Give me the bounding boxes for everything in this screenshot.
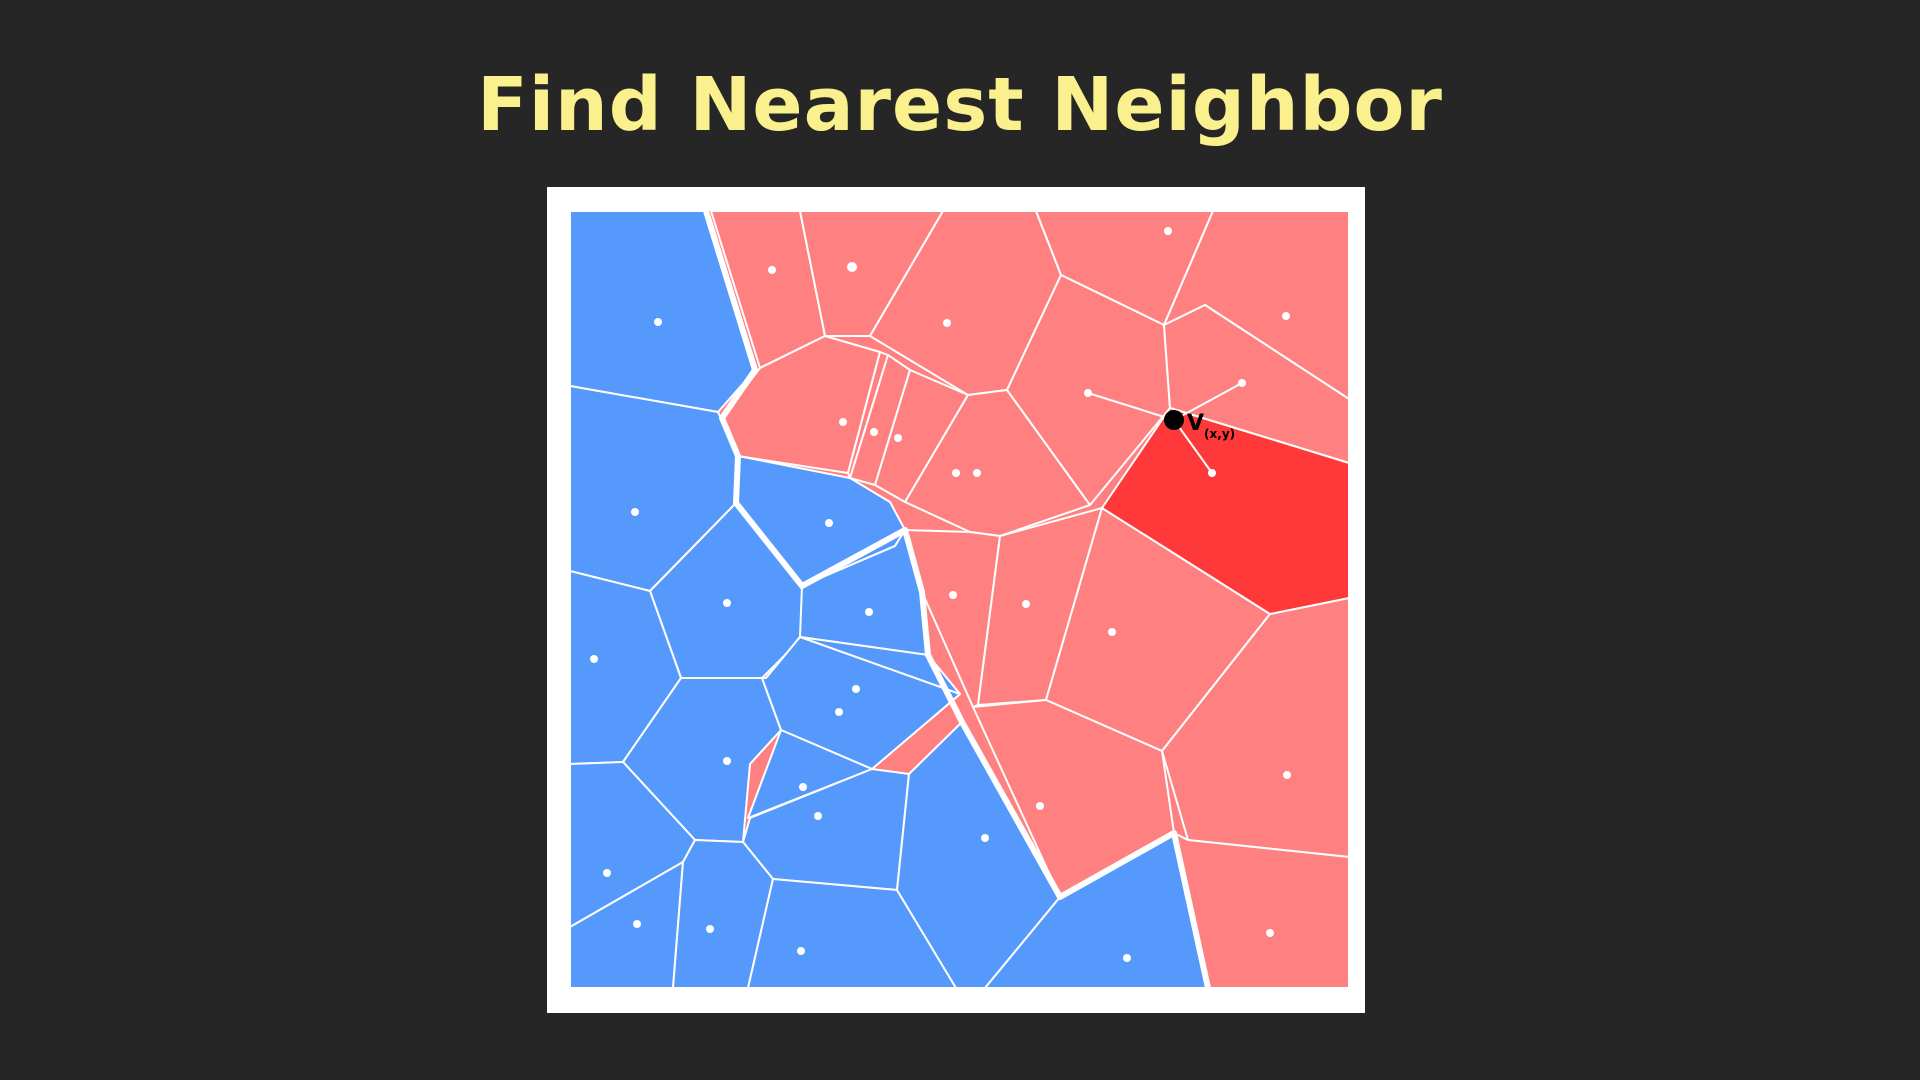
voronoi-cell-blue: [569, 210, 756, 413]
site-point: [799, 783, 807, 791]
site-point: [1283, 771, 1291, 779]
class-boundary: [703, 210, 1211, 989]
site-point: [1123, 954, 1131, 962]
site-point: [973, 469, 981, 477]
site-point: [943, 319, 951, 327]
distance-line: [1087, 392, 1175, 421]
site-point: [723, 757, 731, 765]
site-point: [847, 262, 857, 272]
slide-title: Find Nearest Neighbor: [477, 62, 1443, 148]
site-point: [839, 418, 847, 426]
site-point: [706, 925, 714, 933]
site-point: [865, 608, 873, 616]
site-point: [603, 869, 611, 877]
site-point: [814, 812, 822, 820]
site-point: [1108, 628, 1116, 636]
blue-class-region: [569, 210, 1209, 989]
site-point: [870, 428, 878, 436]
site-point: [981, 834, 989, 842]
site-point: [631, 508, 639, 516]
site-point: [633, 920, 641, 928]
distance-line: [1173, 419, 1213, 474]
red-class-region: [710, 210, 1350, 989]
query-label-main: V: [1187, 411, 1204, 436]
query-point: [1164, 410, 1184, 430]
site-point: [1036, 802, 1044, 810]
site-point: [768, 266, 776, 274]
site-point: [654, 318, 662, 326]
site-point: [1164, 227, 1172, 235]
query-label-subscript: (x,y): [1204, 427, 1235, 441]
site-point: [852, 685, 860, 693]
site-point: [1266, 929, 1274, 937]
site-point: [723, 599, 731, 607]
distance-line: [1173, 382, 1243, 421]
site-point: [1022, 600, 1030, 608]
site-point: [590, 655, 598, 663]
site-point: [1282, 312, 1290, 320]
query-connection-lines: [1087, 382, 1243, 474]
voronoi-cell-red: [1163, 304, 1350, 464]
site-point: [835, 708, 843, 716]
site-point: [949, 591, 957, 599]
site-points: [590, 227, 1291, 962]
site-point: [825, 519, 833, 527]
site-point: [894, 434, 902, 442]
nearest-neighbor-cell: [1101, 407, 1350, 615]
site-point: [797, 947, 805, 955]
site-point: [952, 469, 960, 477]
query-point-label: V(x,y): [1187, 411, 1235, 441]
